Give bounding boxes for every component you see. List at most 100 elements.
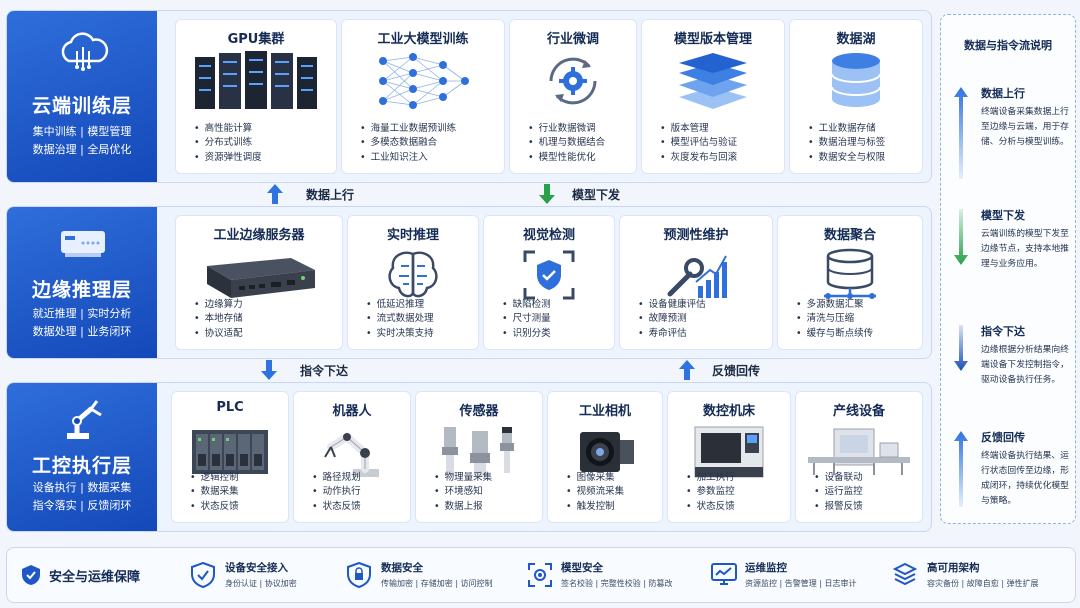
list-item: 设备联动 (814, 471, 918, 486)
list-item: 数据安全与权限 (808, 151, 918, 166)
list-item: 状态反馈 (190, 500, 284, 515)
item-title: 运维监控 (745, 562, 787, 574)
card-predictive-maintenance: 预测性维护 设备健康评估 故障预测 寿命评估 (619, 215, 773, 350)
list-item: 数据采集 (190, 485, 284, 500)
card-robot: 机器人 路径规划 动作执行 状态反馈 (293, 391, 411, 523)
edge-server-icon (207, 258, 315, 298)
card-title: 数控机床 (702, 404, 755, 419)
list-item: 状态反馈 (312, 500, 406, 515)
list-item: 多模态数据融合 (360, 136, 500, 151)
cmd-down-arrow-icon (261, 360, 277, 380)
flow-label-data-up: 数据上行 (306, 188, 355, 202)
arrow-up-icon (954, 431, 968, 507)
card-title: 工业边缘服务器 (213, 228, 305, 243)
layer-desc-line: 设备执行 | 数据采集 (32, 481, 132, 494)
list-item: 图像采集 (566, 471, 658, 486)
layer-header: 云端训练层 集中训练 | 模型管理 数据治理 | 全局优化 (7, 11, 157, 182)
item-title: 数据安全 (381, 562, 423, 574)
cloud-training-layer: 云端训练层 集中训练 | 模型管理 数据治理 | 全局优化 GPU集群 高性能计… (6, 10, 932, 183)
list-item: 海量工业数据预训练 (360, 122, 500, 137)
industrial-control-layer: 工控执行层 设备执行 | 数据采集 指令落实 | 反馈闭环 PLC 逻辑控制 数… (6, 382, 932, 532)
legend-title: 数据上行 (981, 87, 1025, 100)
legend-text: 终端设备执行结果、运行状态回传至边缘，形成闭环，持续优化模型与策略。 (981, 451, 1069, 506)
gear-cycle-icon (549, 57, 597, 105)
legend-title: 反馈回传 (981, 431, 1025, 444)
list-item: 触发控制 (566, 500, 658, 515)
list-item: 数据治理与标签 (808, 136, 918, 151)
list-item: 物理量采集 (434, 471, 538, 486)
layer-desc-line: 集中训练 | 模型管理 (32, 125, 132, 138)
card-realtime-inference: 实时推理 低延迟推理 流式数据处理 实时决策支持 (347, 215, 479, 350)
scan-shield-icon (523, 250, 575, 300)
layer-title: 云端训练层 (31, 95, 132, 117)
card-production-line: 产线设备 设备联动 运行监控 报警反馈 (795, 391, 923, 523)
security-item-model: 模型安全 签名校验 | 完整性校验 | 防篡改 (527, 554, 697, 596)
legend-text: 终端设备采集数据上行至边缘与云端，用于存储、分析与模型训练。 (981, 107, 1069, 147)
list-item: 识别分类 (502, 327, 610, 342)
arrow-down-icon (954, 325, 968, 371)
card-industrial-camera: 工业相机 图像采集 视频流采集 触发控制 (547, 391, 663, 523)
item-title: 设备安全接入 (225, 562, 288, 574)
list-item: 路径规划 (312, 471, 406, 486)
list-item: 流式数据处理 (366, 312, 474, 327)
list-item: 运行监控 (814, 485, 918, 500)
list-item: 多源数据汇聚 (796, 298, 918, 313)
list-item: 分布式训练 (194, 136, 332, 151)
layer-desc-line: 数据治理 | 全局优化 (32, 143, 132, 156)
arrow-down-icon (954, 209, 968, 265)
card-gpu-cluster: GPU集群 高性能计算 分布式训练 资源弹性调度 (175, 19, 337, 174)
layer-header: 工控执行层 设备执行 | 数据采集 指令落实 | 反馈闭环 (7, 383, 157, 531)
flow-legend-panel: 数据与指令流说明 数据上行 终端设备采集数据上行至边缘与云端，用于存储、分析与模… (940, 14, 1076, 524)
list-item: 缺陷检测 (502, 298, 610, 313)
item-sub: 传输加密 | 存储加密 | 访问控制 (381, 579, 493, 588)
list-item: 报警反馈 (814, 500, 918, 515)
layer-title: 边缘推理层 (31, 279, 132, 301)
list-item: 实时决策支持 (366, 327, 474, 342)
security-ops-bar: 安全与运维保障 设备安全接入 身份认证 | 协议加密 数据安全 传输加密 | 存… (6, 547, 1076, 603)
card-title: 工业相机 (578, 404, 631, 419)
list-item: 加工执行 (686, 471, 786, 486)
layers-icon (679, 53, 747, 109)
flow-label-model-down: 模型下发 (572, 188, 621, 202)
list-item: 逻辑控制 (190, 471, 284, 486)
card-model-version: 模型版本管理 版本管理 模型评估与验证 灰度发布与回滚 (641, 19, 785, 174)
card-title: GPU集群 (227, 32, 285, 47)
list-item: 模型评估与验证 (660, 136, 780, 151)
list-item: 高性能计算 (194, 122, 332, 137)
edge-inference-layer: 边缘推理层 就近推理 | 实时分析 数据处理 | 业务闭环 工业边缘服务器 边缘… (6, 206, 932, 359)
shield-check-icon (191, 562, 215, 588)
security-title: 安全与运维保障 (49, 570, 141, 585)
brain-icon (388, 251, 438, 298)
security-item-high-availability: 高可用架构 容灾备份 | 故障自愈 | 弹性扩展 (893, 554, 1068, 596)
feedback-up-arrow-icon (679, 360, 695, 380)
model-down-arrow-icon (539, 184, 555, 204)
list-item: 模型性能优化 (528, 151, 632, 166)
list-item: 设备健康评估 (638, 298, 768, 313)
shield-icon (22, 565, 40, 585)
list-item: 协议适配 (194, 327, 338, 342)
legend-data-up: 数据上行 终端设备采集数据上行至边缘与云端，用于存储、分析与模型训练。 (941, 85, 1075, 185)
list-item: 参数监控 (686, 485, 786, 500)
security-item-ops-monitor: 运维监控 资源监控 | 告警管理 | 日志审计 (711, 554, 881, 596)
list-item: 本地存储 (194, 312, 338, 327)
card-data-lake: 数据湖 工业数据存储 数据治理与标签 数据安全与权限 (789, 19, 923, 174)
list-item: 机理与数据结合 (528, 136, 632, 151)
list-item: 寿命评估 (638, 327, 768, 342)
list-item: 数据上报 (434, 500, 538, 515)
neural-network-icon (379, 53, 469, 109)
sensor-icon (442, 427, 514, 477)
list-item: 清洗与压缩 (796, 312, 918, 327)
card-title: 数据聚合 (823, 228, 876, 243)
legend-feedback-up: 反馈回传 终端设备执行结果、运行状态回传至边缘，形成闭环，持续优化模型与策略。 (941, 429, 1075, 519)
layer-title: 工控执行层 (31, 455, 132, 477)
list-item: 尺寸测量 (502, 312, 610, 327)
list-item: 工业数据存储 (808, 122, 918, 137)
card-title: PLC (216, 400, 244, 415)
security-item-device-access: 设备安全接入 身份认证 | 协议加密 (191, 554, 331, 596)
legend-model-down: 模型下发 云端训练的模型下发至边缘节点，支持本地推理与业务应用。 (941, 207, 1075, 307)
model-scan-icon (528, 563, 552, 587)
card-title: 视觉检测 (522, 228, 575, 243)
legend-cmd-down: 指令下达 边缘根据分析结果向终端设备下发控制指令，驱动设备执行任务。 (941, 323, 1075, 423)
layer-desc-line: 就近推理 | 实时分析 (32, 307, 132, 320)
monitor-icon (711, 563, 737, 585)
